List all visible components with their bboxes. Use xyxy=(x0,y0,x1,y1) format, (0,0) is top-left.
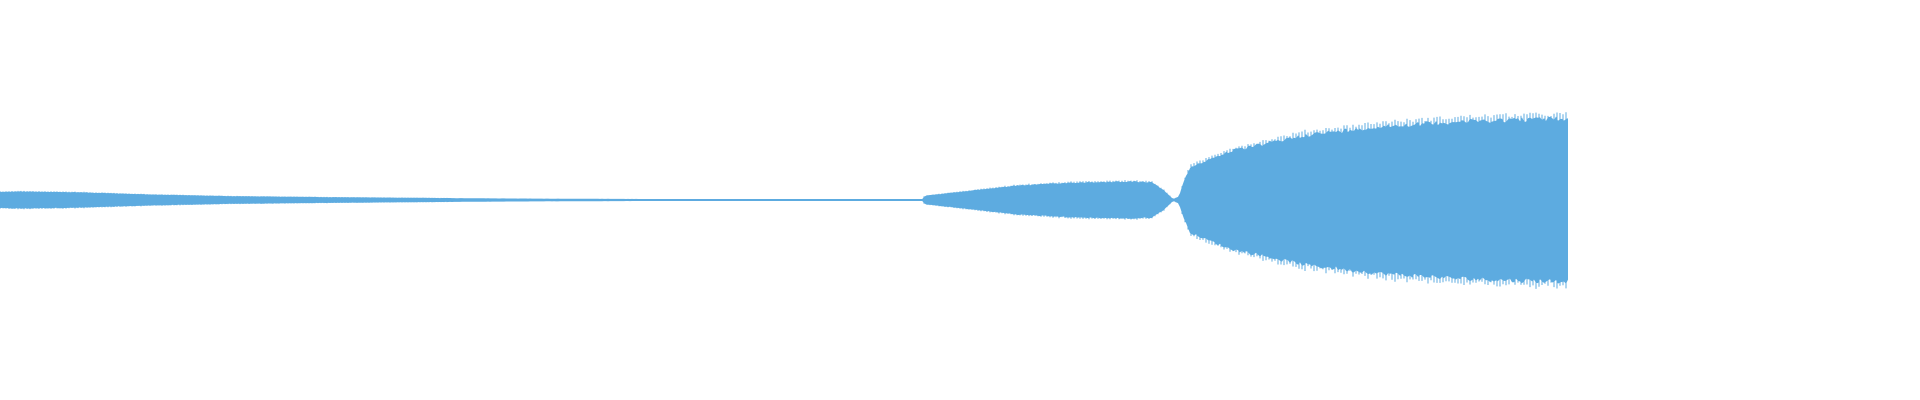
waveform-body xyxy=(0,116,1568,284)
waveform-spikes xyxy=(0,112,1567,289)
